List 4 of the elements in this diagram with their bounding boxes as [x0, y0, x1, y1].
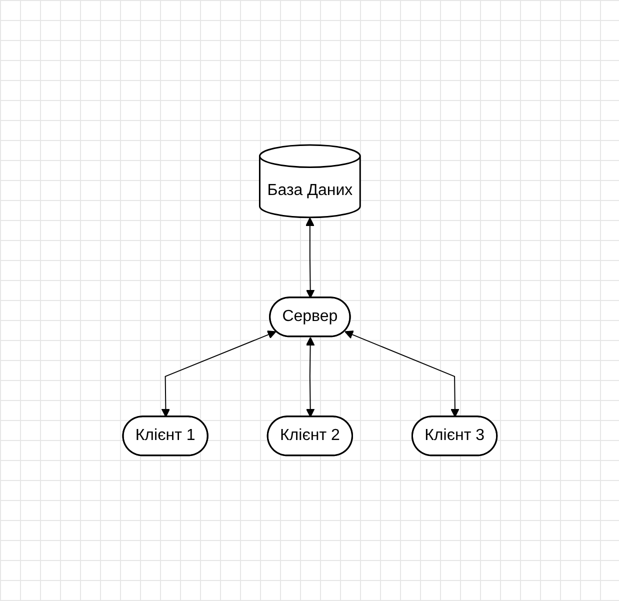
arrow — [160, 330, 276, 418]
arrow — [344, 330, 459, 418]
arrow — [305, 218, 314, 299]
arrow — [305, 337, 314, 418]
